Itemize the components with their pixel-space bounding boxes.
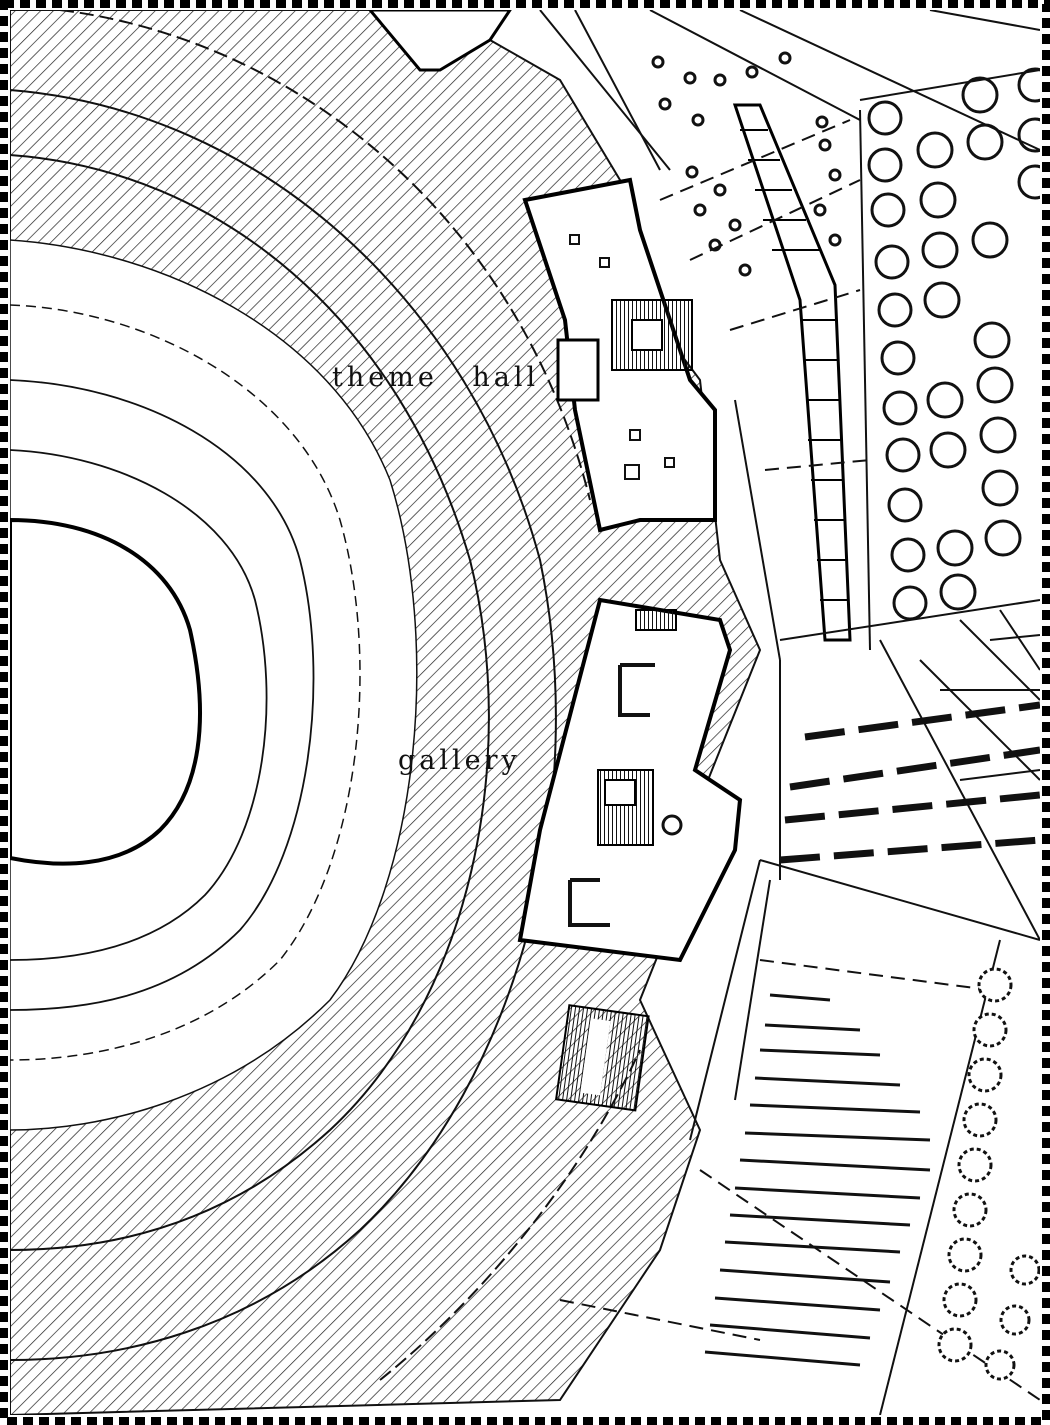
bowl-ring-dashed — [10, 304, 361, 1061]
bowl-center-oval — [10, 517, 202, 866]
ramp-treads — [740, 129, 849, 601]
tree-grid — [867, 67, 1040, 621]
shrub-row — [937, 967, 1040, 1381]
dashed-paths — [559, 119, 1040, 1401]
gallery-label: gallery — [398, 745, 521, 776]
bowl-ring-outer — [10, 239, 418, 1131]
parking-stripes — [779, 701, 1040, 864]
theme-hall-label: theme hall — [332, 362, 540, 393]
ramp-stair — [732, 103, 852, 642]
orchard-dots — [651, 51, 842, 277]
parking-bays — [704, 993, 931, 1367]
top-building-fragment — [368, 10, 512, 72]
bowl-ring-3 — [10, 449, 268, 961]
bowl-ring-2 — [10, 379, 315, 1011]
